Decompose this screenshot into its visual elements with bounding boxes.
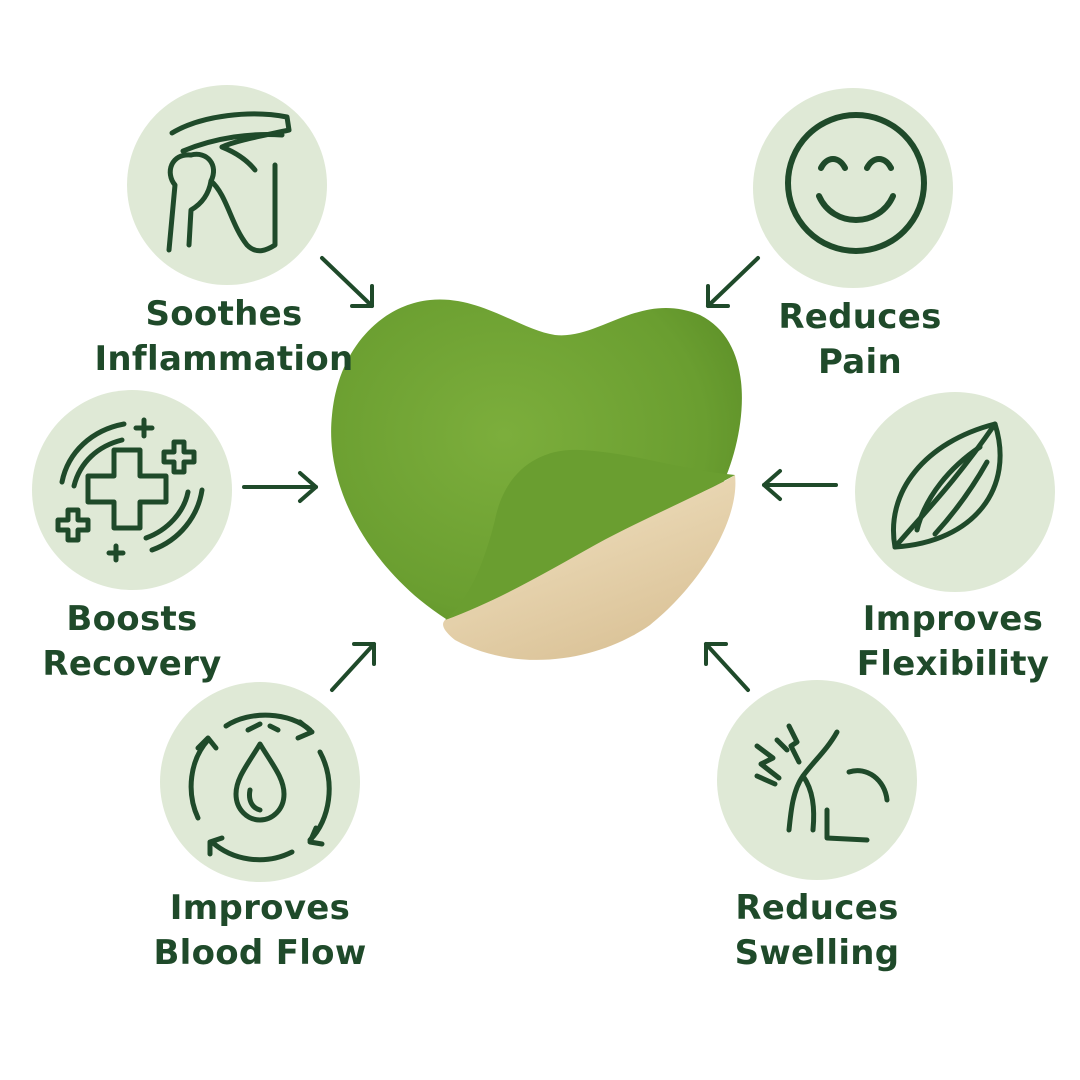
label-swelling: Reduces Swelling [734,888,900,973]
arrow-pain [706,256,760,308]
label-pain: Reduces Pain [778,297,942,382]
shoulder-joint-icon [166,111,292,254]
badge-blood-flow [160,682,360,882]
patch-peel [445,449,735,620]
neck-shoulder-pain-icon [754,723,890,843]
badge-swelling [717,680,917,880]
badge-pain [753,88,953,288]
arrow-blood-flow [330,642,376,692]
label-blood-flow: Improves Blood Flow [153,888,367,973]
label-recovery: Boosts Recovery [42,599,222,684]
label-flexibility: Improves Flexibility [856,599,1050,684]
badge-inflammation [127,85,327,285]
patch-backing [443,475,736,660]
label-inflammation: Soothes Inflammation [94,294,354,379]
arrow-recovery [242,471,318,503]
medical-cross-icon [55,417,205,563]
badge-recovery [32,390,232,590]
arrow-flexibility [762,469,838,501]
arrow-swelling [704,642,750,692]
arrow-inflammation [320,256,374,308]
blood-drop-cycle-icon [188,712,332,863]
leaf-icon [891,421,1003,550]
badge-flexibility [855,392,1055,592]
smiley-face-icon [785,112,927,254]
